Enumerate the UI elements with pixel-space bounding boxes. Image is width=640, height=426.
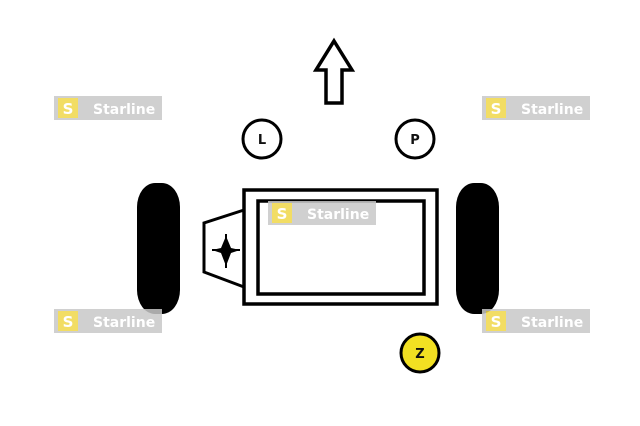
marker-left-mount: L xyxy=(241,118,283,160)
marker-rear-mount: Z xyxy=(399,332,441,374)
watermark-center: S Starline xyxy=(268,201,376,225)
watermark-top-left: S Starline xyxy=(54,96,162,120)
marker-passenger-mount: P xyxy=(394,118,436,160)
watermark-bottom-left: S Starline xyxy=(54,309,162,333)
watermark-logo-letter: S xyxy=(63,100,74,118)
watermark-logo-letter: S xyxy=(491,313,502,331)
watermark-top-right: S Starline xyxy=(482,96,590,120)
watermark-bottom-right: S Starline xyxy=(482,309,590,333)
mount-symbol-icon xyxy=(212,234,240,268)
watermark-logo-letter: S xyxy=(63,313,74,331)
left-wheel xyxy=(137,183,180,314)
marker-passenger-label: P xyxy=(410,133,420,148)
marker-left-label: L xyxy=(258,133,266,148)
watermark-logo-letter: S xyxy=(491,100,502,118)
watermark-logo-letter: S xyxy=(277,205,288,223)
watermark-brand: Starline xyxy=(521,102,583,118)
marker-rear-label: Z xyxy=(415,347,424,362)
watermark-brand: Starline xyxy=(93,315,155,331)
watermark-brand: Starline xyxy=(307,207,369,223)
right-wheel xyxy=(456,183,499,314)
watermark-brand: Starline xyxy=(93,102,155,118)
watermark-brand: Starline xyxy=(521,315,583,331)
arrow-up-icon xyxy=(312,37,356,105)
